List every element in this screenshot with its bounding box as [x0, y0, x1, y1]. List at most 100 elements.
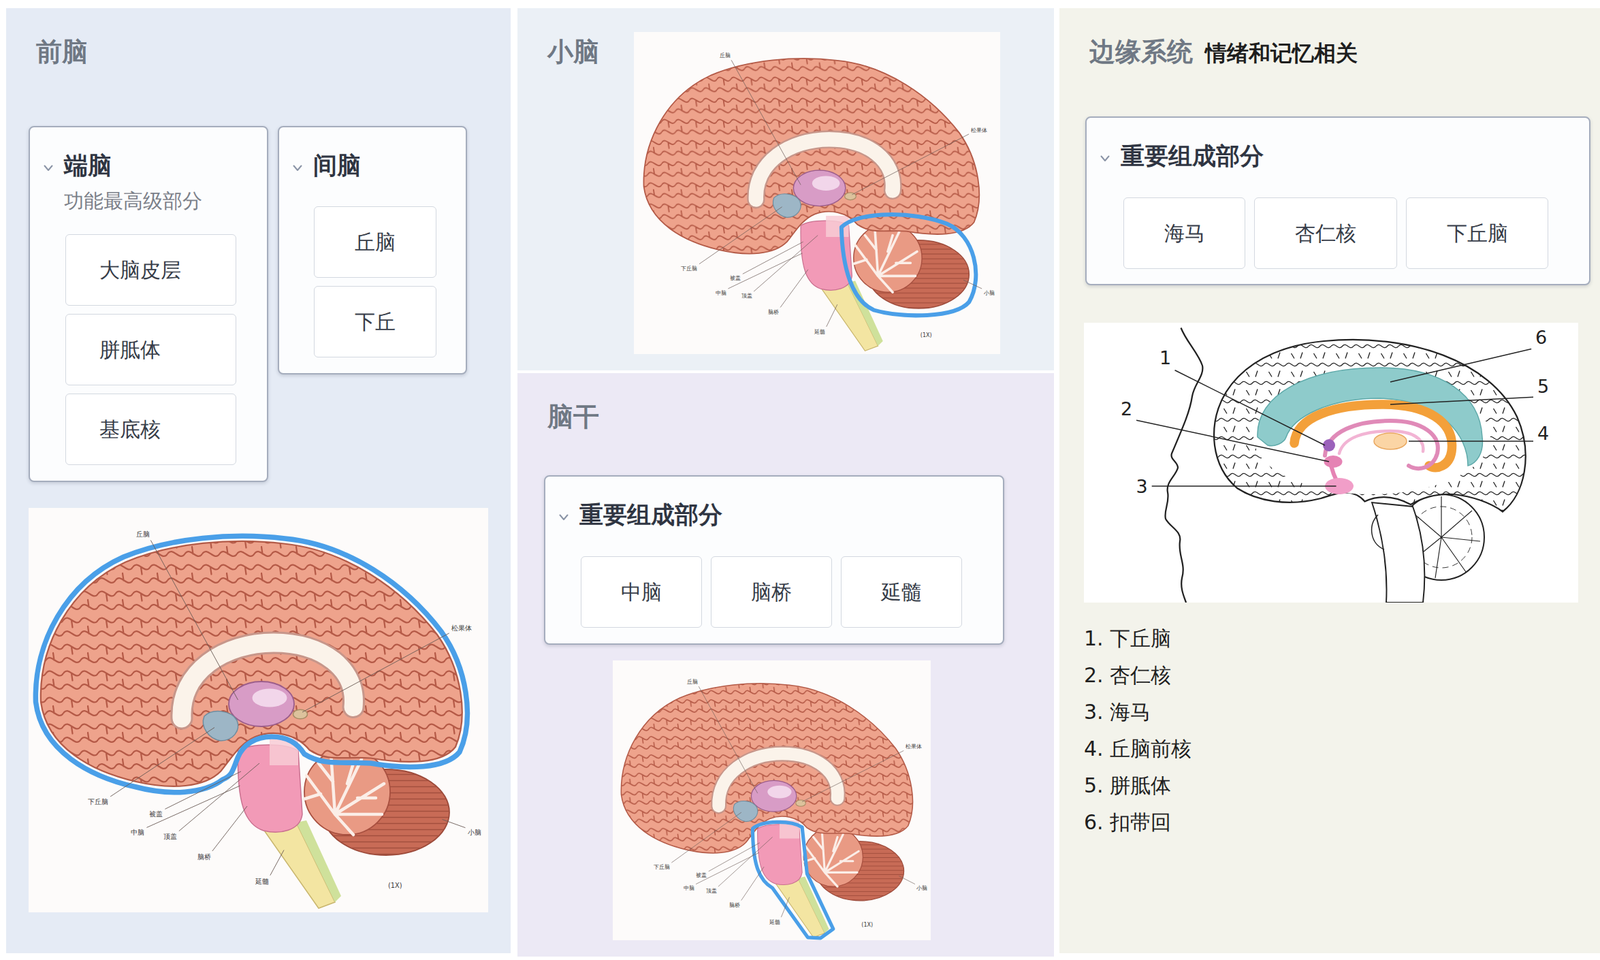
part-label: 下丘脑 — [653, 864, 670, 871]
brain-drawing — [612, 660, 931, 941]
label-anchor: 顶盖 — [706, 882, 717, 896]
part-label: 顶盖 — [163, 832, 178, 841]
leader-line — [963, 279, 982, 289]
leader-line — [695, 852, 760, 884]
leader-lines — [699, 59, 982, 327]
part-name: 下丘脑 — [1446, 219, 1509, 247]
part-button: 丘脑 — [313, 206, 437, 278]
part-label: 小脑 — [983, 290, 995, 297]
part-label: 松果体 — [451, 624, 472, 632]
leader-line — [826, 304, 838, 327]
brain-drawing — [28, 507, 489, 913]
chevron-icon — [43, 164, 54, 172]
label-anchor: 5. 胼胝体 — [1083, 774, 1172, 798]
fornix-inner — [1339, 430, 1423, 454]
part-label: 中脑 — [130, 828, 145, 837]
part-label: 顶盖 — [741, 292, 753, 299]
label-anchor: (1X) — [861, 916, 873, 930]
label-anchor: 延髓 — [769, 913, 781, 927]
callout-number: 5 — [1537, 375, 1549, 397]
part-label: 下丘脑 — [680, 265, 698, 272]
chevron-icon — [294, 166, 302, 171]
label-anchor: 松果体 — [905, 738, 922, 751]
label-anchor: 被盖 — [729, 269, 741, 283]
part-name: 延髓 — [881, 578, 922, 606]
leader-line — [212, 806, 248, 852]
label-anchor: 6 — [1535, 326, 1547, 348]
legend-item: 1. 下丘脑 — [1083, 627, 1172, 651]
part-name: 海马 — [1164, 219, 1206, 247]
part-label: (1X) — [861, 921, 873, 928]
part-label: 下丘脑 — [87, 797, 109, 806]
brainstem-outline — [1371, 502, 1425, 603]
leader-line — [110, 727, 215, 797]
leader-line — [731, 59, 801, 185]
legend-item: 4. 丘脑前核 — [1083, 737, 1192, 762]
label-anchor: 丘脑 — [686, 673, 698, 687]
brain-illustration: 丘脑松果体下丘脑被盖中脑顶盖脑桥延髓小脑(1X) — [28, 507, 489, 913]
leader-line — [718, 836, 773, 887]
panel-heading: 小脑 — [547, 36, 600, 69]
part-label: 被盖 — [729, 275, 741, 282]
label-anchor: 顶盖 — [741, 287, 753, 301]
anterior-thalamic-nucleus — [1373, 433, 1407, 450]
chevron-icon — [1101, 156, 1110, 162]
panel-note: 情绪和记忆相关 — [1205, 40, 1358, 67]
leader-line — [1175, 370, 1325, 446]
label-anchor: 脑桥 — [729, 896, 741, 910]
part-name: 杏仁核 — [1294, 219, 1357, 247]
part-name: 中脑 — [620, 578, 662, 606]
leader-line — [898, 876, 916, 885]
corpus-callosum — [1294, 404, 1453, 468]
leader-line — [270, 850, 284, 876]
part-name: 下丘 — [354, 308, 396, 335]
leader-line — [1152, 485, 1337, 487]
label-anchor: 丘脑 — [719, 46, 731, 60]
label-anchor: 中脑 — [683, 879, 695, 893]
label-anchor: 松果体 — [970, 121, 988, 135]
leader-line — [150, 539, 238, 700]
limbic-illustration: 123456 — [1083, 322, 1579, 603]
part-label: 脑桥 — [729, 902, 741, 909]
brain-illustration: 丘脑松果体下丘脑被盖中脑顶盖脑桥延髓小脑(1X) — [612, 660, 931, 941]
label-anchor: 5 — [1537, 375, 1549, 397]
label-anchor: (1X) — [920, 326, 933, 340]
brainstem-highlight — [752, 821, 833, 938]
brain-drawing — [633, 32, 1001, 355]
leader-line — [708, 842, 760, 872]
legend-item: 2. 杏仁核 — [1083, 663, 1172, 688]
part-label: 小脑 — [916, 885, 928, 892]
part-label: 丘脑 — [686, 678, 698, 685]
legend-item: 5. 胼胝体 — [1083, 774, 1172, 798]
label-anchor: 3. 海马 — [1083, 700, 1151, 725]
label-anchor: 顶盖 — [163, 828, 178, 842]
label-anchor: 下丘脑 — [87, 793, 109, 807]
leader-lines — [671, 686, 916, 918]
leader-line — [802, 750, 904, 803]
label-anchor: 2 — [1120, 398, 1133, 420]
part-button: 延髓 — [840, 556, 963, 628]
panel-heading: 边缘系统 — [1089, 36, 1193, 69]
card-title: 间脑 — [313, 150, 466, 182]
chevron-icon — [292, 164, 303, 172]
legend-item: 6. 扣带回 — [1083, 810, 1172, 835]
part-button: 杏仁核 — [1254, 197, 1398, 269]
forebrain-highlight — [35, 535, 468, 792]
label-anchor: 被盖 — [149, 806, 163, 820]
callout-number: 1 — [1159, 347, 1172, 369]
part-label: 延髓 — [814, 328, 826, 335]
panel-heading: 前脑 — [36, 36, 88, 69]
part-label: 丘脑 — [719, 52, 731, 59]
label-anchor: 2. 杏仁核 — [1083, 663, 1172, 688]
card-title: 端脑 — [64, 150, 267, 182]
part-label: 被盖 — [149, 810, 163, 818]
chevron-icon — [1100, 155, 1110, 163]
part-button: 下丘 — [313, 285, 437, 358]
label-anchor: 延髓 — [814, 323, 826, 337]
pons-line — [1371, 514, 1385, 550]
part-name: 丘脑 — [354, 228, 396, 256]
label-anchor: 6. 扣带回 — [1083, 810, 1172, 835]
label-anchor: 小脑 — [916, 879, 928, 893]
part-label: 松果体 — [970, 127, 988, 134]
leader-line — [698, 686, 758, 794]
